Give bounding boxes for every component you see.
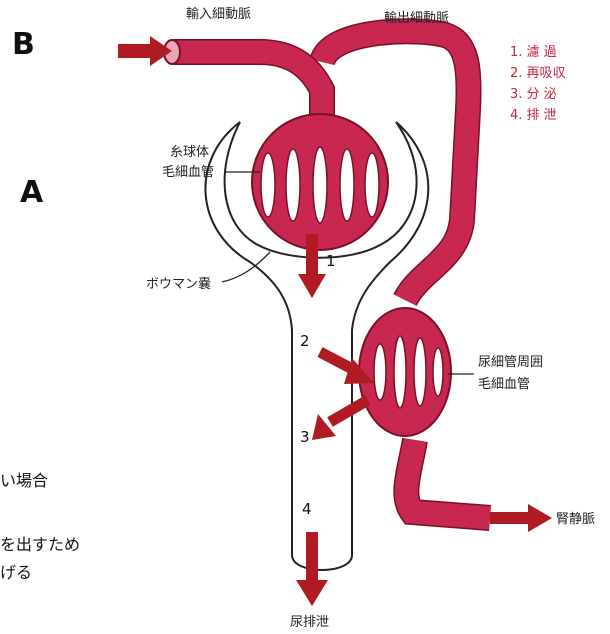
label-urine-excretion: 尿排泄 [290, 615, 329, 630]
label-glomerulus-line1: 糸球体 [170, 145, 209, 160]
legend-item-3: 3. 分 泌 [510, 87, 557, 102]
afferent-vessel [164, 40, 322, 120]
label-afferent-arteriole: 輸入細動脈 [186, 7, 251, 22]
label-efferent-arteriole: 輸出細動脈 [384, 11, 449, 26]
legend-item-1: 1. 濾 過 [510, 45, 557, 60]
cutoff-text-line2: を出すため [0, 535, 80, 554]
cutoff-text-line1: い場合 [0, 471, 48, 490]
label-renal-vein: 腎静脈 [556, 512, 595, 527]
cutoff-text-line3: げる [0, 563, 32, 582]
step-number-3: 3 [300, 428, 310, 446]
label-peritubular-line2: 毛細血管 [478, 377, 530, 392]
glomerulus [252, 114, 388, 250]
peritubular-capillary [359, 308, 451, 436]
panel-letter-a: A [20, 175, 44, 210]
label-glomerulus-line2: 毛細血管 [162, 165, 214, 180]
step-number-1: 1 [326, 252, 336, 270]
arrow-renal-vein [490, 504, 552, 532]
legend-item-2: 2. 再吸収 [510, 66, 566, 81]
step-number-4: 4 [302, 500, 312, 518]
label-peritubular-line1: 尿細管周囲 [478, 355, 543, 370]
arrow-inflow [118, 36, 172, 66]
label-bowman-capsule: ボウマン嚢 [146, 276, 211, 292]
step-number-2: 2 [300, 332, 310, 350]
legend: 1. 濾 過 2. 再吸収 3. 分 泌 4. 排 泄 [510, 45, 566, 123]
panel-letter-b: B [12, 27, 35, 62]
legend-item-4: 4. 排 泄 [510, 108, 557, 123]
